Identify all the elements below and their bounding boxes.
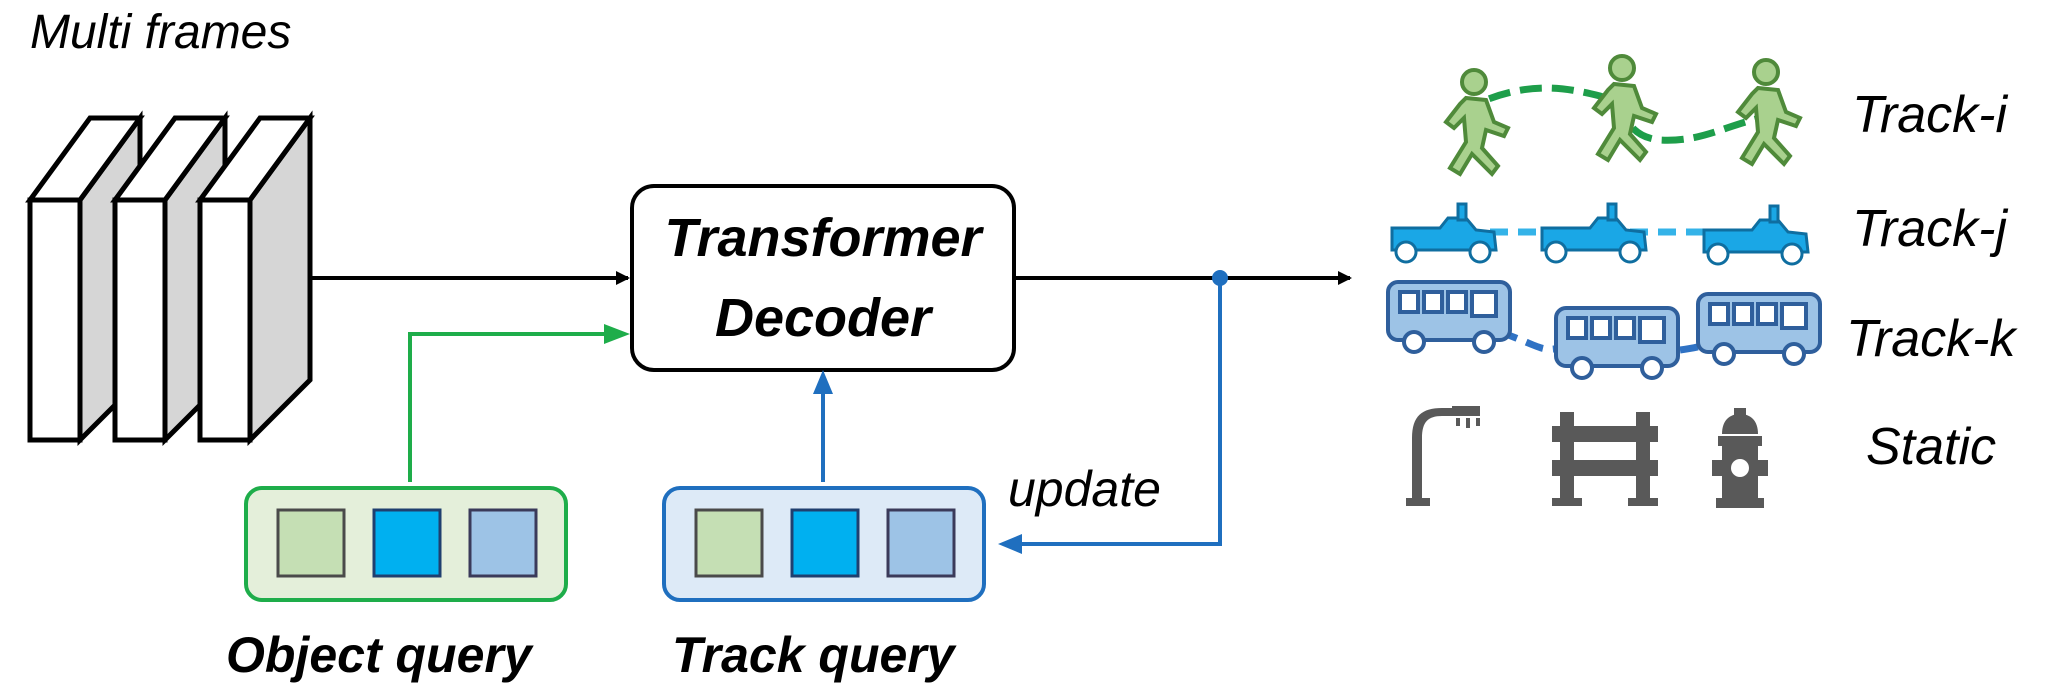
scooter-icon [1702, 204, 1810, 266]
track-i-row: Track-i [1443, 54, 2008, 178]
track-query-label: Track query [672, 627, 957, 683]
bus-icon [1554, 306, 1680, 380]
frame-stack [25, 110, 315, 447]
scooter-icon [1390, 202, 1498, 264]
track-i-label: Track-i [1852, 86, 2008, 144]
update-feedback-arrow [1016, 278, 1222, 546]
track-j-row: Track-j [1390, 200, 2008, 266]
query-cell-lightblue [468, 508, 538, 578]
frame-3 [195, 110, 315, 447]
road-barrier-icon [1552, 412, 1658, 506]
update-label: update [1008, 461, 1161, 517]
bus-icon [1696, 292, 1822, 366]
pedestrian-icon [1735, 58, 1803, 168]
object-query-label: Object query [226, 627, 534, 683]
bus-icon [1386, 280, 1512, 354]
multi-frames-label: Multi frames [30, 6, 291, 59]
static-label: Static [1866, 418, 1996, 476]
street-lamp-icon [1406, 406, 1480, 506]
query-cell-cyan [372, 508, 442, 578]
scooter-icon [1540, 202, 1648, 264]
pedestrian-icon [1443, 68, 1511, 178]
query-cell-green [276, 508, 346, 578]
fire-hydrant-icon [1712, 408, 1768, 508]
track-cell-cyan [790, 508, 860, 578]
track-j-label: Track-j [1852, 200, 2008, 258]
object-query-arrow [408, 332, 614, 482]
track-cell-green [694, 508, 764, 578]
decoder-title-line1: Transformer [664, 208, 984, 268]
pedestrian-icon [1591, 54, 1659, 164]
track-cell-lightblue [886, 508, 956, 578]
track-k-row: Track-k [1386, 280, 2018, 380]
transformer-decoder-box: Transformer Decoder [630, 184, 1016, 372]
object-query-box [244, 486, 568, 602]
track-query-box [662, 486, 986, 602]
track-k-label: Track-k [1846, 310, 2018, 368]
decoder-title-line2: Decoder [715, 288, 934, 348]
static-row: Static [1406, 406, 1996, 508]
